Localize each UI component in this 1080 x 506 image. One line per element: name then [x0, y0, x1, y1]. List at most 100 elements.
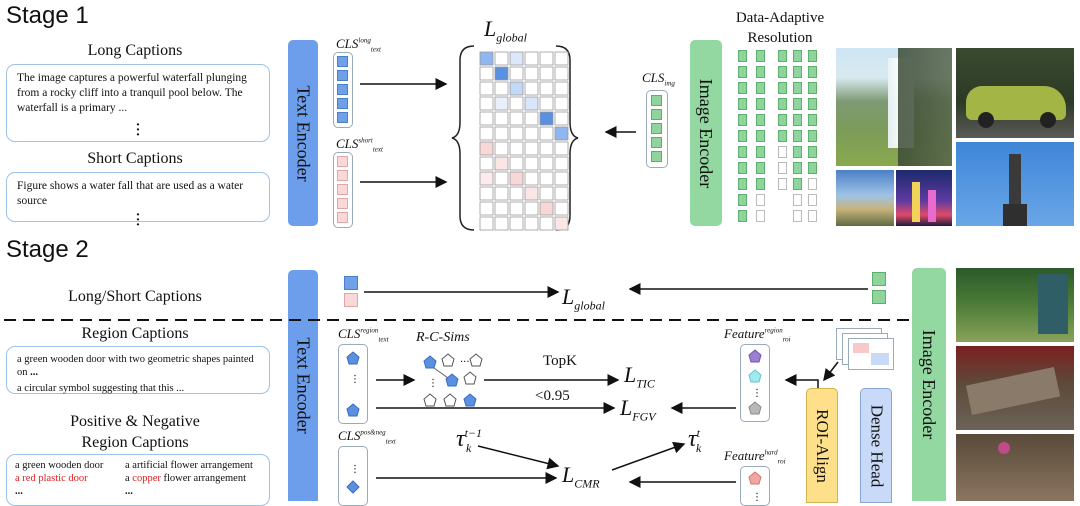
- token: [337, 156, 348, 167]
- resolution-token: [756, 130, 765, 142]
- matrix-cell: [554, 141, 569, 156]
- short-caption-text: Figure shows a water fall that are used …: [17, 180, 244, 207]
- image-encoder-stage1: Image Encoder: [690, 40, 722, 226]
- token: [337, 98, 348, 109]
- loss-tic: LTIC: [624, 362, 655, 391]
- matrix-cell: [524, 81, 539, 96]
- matrix-cell: [539, 66, 554, 81]
- resolution-token: [756, 114, 765, 126]
- matrix-cell: [509, 216, 524, 231]
- stage1-title: Stage 1: [6, 2, 89, 29]
- resolution-token: [738, 66, 747, 78]
- matrix-cell: [524, 66, 539, 81]
- region-token-pentagon: [346, 403, 360, 417]
- cls-region-label: CLSregiontext: [338, 326, 389, 344]
- loss-global-stage1: Lglobal: [484, 16, 527, 45]
- negative-caption-right: a copper flower arrangement: [125, 473, 246, 484]
- left-brace: [451, 45, 475, 231]
- posneg-heading-line1: Positive & Negative: [70, 413, 200, 430]
- matrix-cell: [494, 186, 509, 201]
- token: [337, 198, 348, 209]
- matrix-cell: [524, 126, 539, 141]
- long-caption-token: [344, 276, 358, 290]
- matrix-cell: [539, 51, 554, 66]
- resolution-token: [778, 130, 787, 142]
- resolution-token: [738, 178, 747, 190]
- matrix-cell: [509, 186, 524, 201]
- matrix-cell: [479, 126, 494, 141]
- feature-maps-stack: [836, 328, 896, 372]
- posneg-token-diamond: [346, 480, 360, 494]
- token: [651, 95, 662, 106]
- matrix-cell: [539, 171, 554, 186]
- race-car-photo: [956, 48, 1074, 138]
- matrix-cell: [494, 156, 509, 171]
- matrix-cell: [524, 156, 539, 171]
- matrix-cell: [479, 111, 494, 126]
- debris-photo: [956, 346, 1074, 430]
- long-short-captions-heading: Long/Short Captions: [68, 288, 202, 305]
- token: [337, 184, 348, 195]
- matrix-cell: [539, 216, 554, 231]
- token: [651, 151, 662, 162]
- resolution-token: [793, 130, 802, 142]
- resolution-token: [808, 114, 817, 126]
- matrix-cell: [554, 66, 569, 81]
- matrix-cell: [539, 156, 554, 171]
- resolution-token: [756, 82, 765, 94]
- tau-previous: τt−1k: [456, 426, 483, 455]
- cls-img-label: CLSimg: [642, 70, 675, 88]
- long-caption-text: The image captures a powerful waterfall …: [17, 72, 247, 114]
- token: [651, 123, 662, 134]
- matrix-cell: [539, 201, 554, 216]
- token: [337, 70, 348, 81]
- threshold-label: <0.95: [535, 388, 570, 404]
- token: [337, 56, 348, 67]
- text-encoder-stage1: Text Encoder: [288, 40, 318, 226]
- matrix-cell: [554, 81, 569, 96]
- matrix-cell: [509, 201, 524, 216]
- matrix-cell: [524, 216, 539, 231]
- resolution-token: [808, 130, 817, 142]
- resolution-token: [738, 130, 747, 142]
- feature-hard-label: Featurehardroi: [724, 448, 786, 466]
- resolution-token: [778, 50, 787, 62]
- topk-label: TopK: [543, 353, 577, 369]
- resolution-token: [756, 162, 765, 174]
- matrix-cell: [509, 126, 524, 141]
- region-caption-1: a green wooden door with two geometric s…: [17, 354, 254, 378]
- region-caption-2: a circular symbol suggesting that this .…: [17, 383, 185, 394]
- matrix-cell: [554, 126, 569, 141]
- similarity-matrix-long: [479, 51, 569, 141]
- resolution-token: [756, 66, 765, 78]
- matrix-cell: [524, 111, 539, 126]
- city-night-photo: [896, 170, 952, 226]
- resolution-token: [756, 98, 765, 110]
- vertical-ellipsis: ⋮: [752, 492, 762, 501]
- matrix-cell: [509, 51, 524, 66]
- matrix-cell: [524, 51, 539, 66]
- negative-caption-left: a red plastic door: [15, 473, 88, 484]
- resolution-token: [793, 82, 802, 94]
- matrix-cell: [509, 171, 524, 186]
- matrix-cell: [539, 126, 554, 141]
- image-cls-token: [872, 272, 886, 286]
- resolution-token: [808, 146, 817, 158]
- token: [651, 109, 662, 120]
- matrix-cell: [494, 141, 509, 156]
- matrix-cell: [509, 156, 524, 171]
- token: [337, 112, 348, 123]
- resolution-token: [793, 178, 802, 190]
- matrix-cell: [479, 96, 494, 111]
- matrix-cell: [494, 111, 509, 126]
- matrix-cell: [494, 216, 509, 231]
- matrix-cell: [479, 171, 494, 186]
- matrix-cell: [539, 141, 554, 156]
- landscape-photo: [836, 170, 894, 226]
- posneg-captions-heading: Positive & Negative Region Captions: [40, 411, 230, 453]
- vertical-ellipsis: ⋮: [350, 374, 360, 385]
- matrix-cell: [554, 156, 569, 171]
- matrix-cell: [554, 111, 569, 126]
- matrix-cell: [539, 81, 554, 96]
- resolution-token: [738, 98, 747, 110]
